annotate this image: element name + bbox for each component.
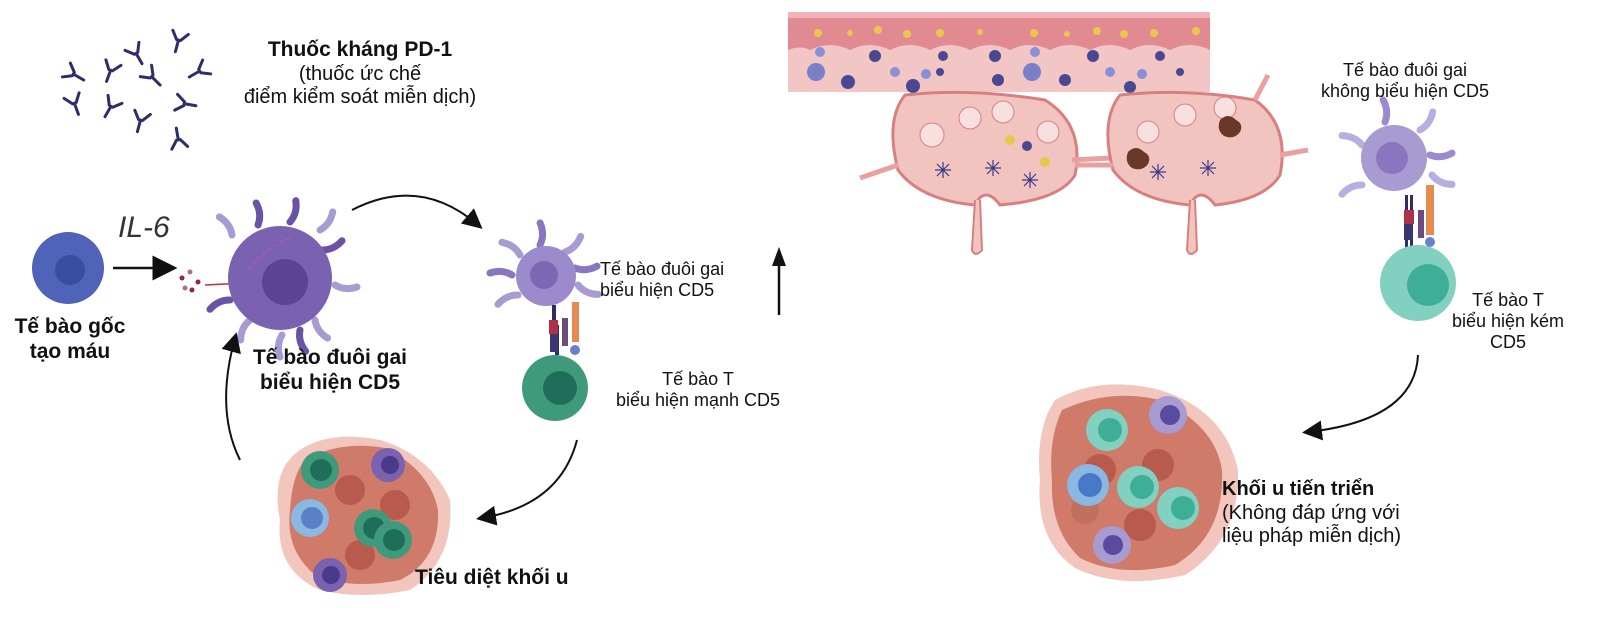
tumor-progress-line-2: (Không đáp ứng với: [1222, 501, 1400, 524]
drug-label: Thuốc kháng PD-1 (thuốc ức chế điểm kiểm…: [210, 38, 510, 110]
progression-arrow-icon: [1302, 354, 1419, 441]
synapse-left-t-label: Tế bào T biểu hiện mạnh CD5: [588, 369, 808, 411]
synapse-left-dc-label-1: Tế bào đuôi gai: [600, 259, 725, 279]
tumor-progress-title: Khối u tiến triển: [1222, 478, 1375, 500]
synapse-left-t-label-1: Tế bào T: [662, 369, 734, 389]
stem-cell-label-1: Tế bào gốc: [14, 315, 126, 338]
antibody-icon: [138, 63, 168, 93]
drug-subtitle-2: điểm kiểm soát miễn dịch): [243, 86, 477, 109]
cytokine-particles: [179, 269, 201, 293]
lymph-node-metastasis: [1075, 73, 1309, 255]
antibody-icon: [128, 108, 152, 136]
synapse-left-dc-label: Tế bào đuôi gai biểu hiện CD5: [600, 259, 755, 301]
drug-title: Thuốc kháng PD-1: [267, 38, 453, 61]
dendritic-cell-cd5: [209, 200, 357, 357]
synapse-left-t-label-2: biểu hiện mạnh CD5: [615, 390, 781, 411]
stem-cell-label: Tế bào gốc tạo máu: [0, 315, 140, 365]
antibody-icon: [96, 93, 124, 123]
synapse-right-dc-label-2: không biểu hiện CD5: [1320, 81, 1490, 102]
antibody-icon: [123, 40, 151, 70]
tumor-progressing: [1039, 384, 1239, 582]
antibody-icon: [97, 58, 123, 86]
antibody-icon: [166, 125, 190, 151]
cycle-arrow-icon: [221, 332, 241, 461]
synapse-right-dc-label: Tế bào đuôi gai không biểu hiện CD5: [1295, 60, 1515, 102]
dc-cd5-label-2: biểu hiện CD5: [259, 370, 401, 394]
cycle-arrow-icon: [476, 439, 578, 526]
antibody-icon: [183, 58, 213, 86]
dc-cd5-label: Tế bào đuôi gai biểu hiện CD5: [230, 346, 430, 396]
stem-cell-label-2: tạo máu: [29, 339, 111, 363]
stem-cell: [32, 232, 104, 304]
antibody-icon: [166, 28, 190, 56]
antibody-icon: [173, 92, 199, 116]
synapse-right-t-label-1: Tế bào T: [1472, 290, 1544, 310]
tumor-eliminated: [277, 436, 451, 595]
synapse-right-t-label-3: CD5: [1489, 332, 1526, 353]
tumor-progress-label: Khối u tiến triển (Không đáp ứng với liệ…: [1222, 478, 1401, 549]
dc-cd5-label-1: Tế bào đuôi gai: [252, 346, 407, 369]
synapse-right-t-label-2: biểu hiện kém: [1451, 311, 1565, 332]
synapse-left: [490, 223, 599, 421]
antibody-cluster: [60, 28, 213, 151]
cytokine-label: IL-6: [118, 211, 170, 244]
drug-subtitle-1: (thuốc ức chế: [298, 62, 422, 85]
antibody-icon: [60, 61, 90, 89]
synapse-right: [1341, 100, 1456, 321]
lymph-node: [859, 90, 1113, 255]
arrow-up-icon: [772, 247, 786, 315]
synapse-left-dc-label-2: biểu hiện CD5: [600, 280, 715, 301]
tumor-killed-label: Tiêu diệt khối u: [415, 566, 569, 589]
synapse-right-dc-label-1: Tế bào đuôi gai: [1342, 60, 1468, 80]
skin-tissue: [788, 12, 1210, 93]
cycle-arrow-icon: [351, 194, 483, 229]
synapse-right-t-label: Tế bào T biểu hiện kém CD5: [1438, 290, 1578, 354]
antibody-icon: [62, 91, 88, 119]
tumor-progress-line-3: liệu pháp miễn dịch): [1222, 525, 1401, 548]
